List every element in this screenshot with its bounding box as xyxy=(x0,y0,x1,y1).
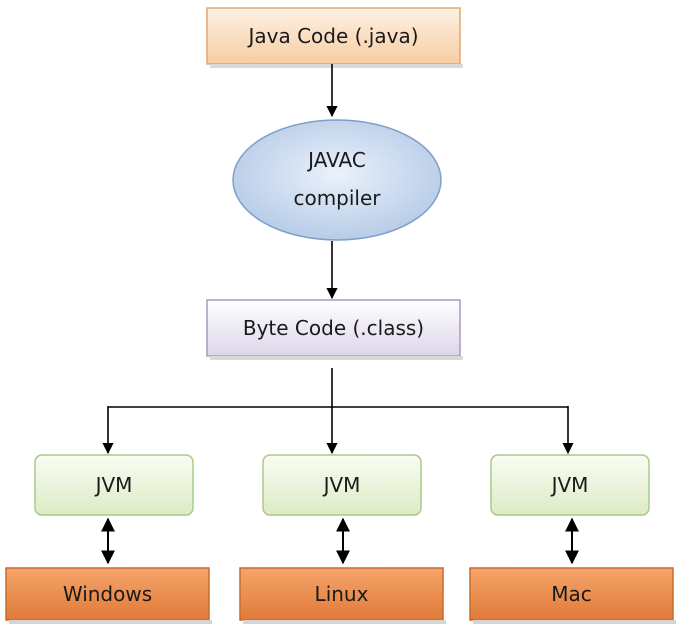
jvm-box-windows xyxy=(34,454,194,516)
os-box-windows xyxy=(5,567,210,621)
jvm-box-linux xyxy=(262,454,422,516)
jvm-label-linux: JVM xyxy=(323,473,361,497)
os-label-mac: Mac xyxy=(551,582,592,606)
java-code-box xyxy=(206,7,461,65)
jvm-label-mac: JVM xyxy=(551,473,589,497)
javac-compiler-ellipse xyxy=(232,119,442,241)
os-label-linux: Linux xyxy=(314,582,369,606)
os-box-linux-shadow xyxy=(243,620,446,624)
byte-code-box-shadow xyxy=(210,356,463,360)
os-box-windows-shadow xyxy=(9,620,212,624)
javac-compiler-label: JAVAC compiler xyxy=(232,118,442,240)
os-box-mac-shadow xyxy=(473,620,676,624)
java-code-label: Java Code (.java) xyxy=(248,24,419,48)
jvm-box-mac xyxy=(490,454,650,516)
jvm-label-windows: JVM xyxy=(95,473,133,497)
os-box-linux xyxy=(239,567,444,621)
os-box-mac xyxy=(469,567,674,621)
compiler-label-line2: compiler xyxy=(293,186,381,210)
os-label-windows: Windows xyxy=(62,582,153,606)
compiler-label-line1: JAVAC xyxy=(308,148,366,172)
byte-code-label: Byte Code (.class) xyxy=(242,316,425,340)
java-code-box-shadow xyxy=(210,64,463,68)
